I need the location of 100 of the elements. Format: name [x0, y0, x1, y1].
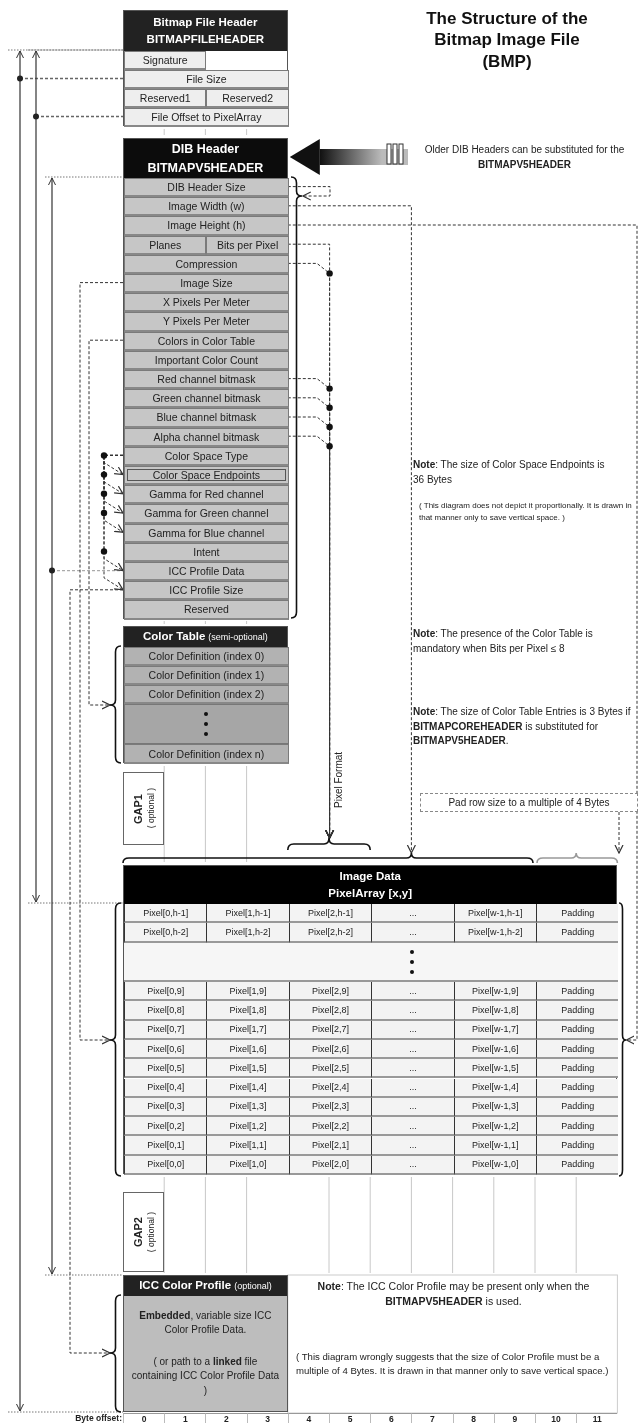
- table-cell: Padding: [536, 1039, 619, 1060]
- table-cell: Pixel[0,1]: [124, 1136, 207, 1156]
- field-row: Planes: [124, 235, 207, 255]
- table-cell: Pixel[0,6]: [124, 1039, 207, 1060]
- field-row: Color Definition (index 0): [124, 647, 289, 666]
- table-cell: Pixel[2,2]: [288, 1117, 372, 1137]
- field-row: Colors in Color Table: [124, 331, 289, 351]
- table-cell: 9: [493, 1413, 535, 1423]
- note-text: ( This diagram does not depict it proportionally. It is drawn in that manner only to save vertical space. ): [418, 500, 633, 524]
- table-cell: Pixel[2,1]: [288, 1136, 372, 1156]
- table-cell: ...: [371, 1117, 454, 1137]
- table-cell: ...: [371, 982, 454, 1002]
- connector-arrow: [287, 224, 638, 1045]
- table-cell: Pixel[0,h-2]: [124, 923, 207, 943]
- field-row: Alpha channel bitmask: [124, 427, 289, 447]
- table-cell: Padding: [536, 1117, 619, 1137]
- header-subtitle: (optional): [234, 1282, 272, 1292]
- table-cell: Pixel[2,h-1]: [288, 904, 372, 924]
- field-row: Gamma for Blue channel: [124, 523, 289, 543]
- field-row: X Pixels Per Meter: [124, 293, 289, 313]
- table-cell: Pixel[0,0]: [124, 1155, 207, 1175]
- header-title: DIB Header: [171, 141, 240, 159]
- table-cell: Pixel[2,5]: [288, 1059, 372, 1079]
- field-row: Color Space Type: [124, 446, 289, 466]
- field-row: Image Height (h): [124, 216, 289, 236]
- connector-arrow: [287, 205, 416, 854]
- table-cell: Pixel[0,4]: [124, 1078, 207, 1098]
- table-cell: Padding: [536, 1136, 619, 1156]
- table-cell: Padding: [536, 1020, 619, 1040]
- table-cell: Pixel[1,4]: [206, 1078, 289, 1098]
- note-text: Note: The presence of the Color Table is mandatory when Bits per Pixel ≤ 8: [413, 627, 594, 656]
- table-cell: Pixel[w-1,h-1]: [453, 904, 536, 924]
- field-row: Green channel bitmask: [124, 389, 289, 409]
- note-text: ( This diagram wrongly suggests that the size of Color Profile must be a multiple of 4 Bytes. It is drawn in that manner only to save vertical space.): [296, 1350, 610, 1378]
- table-cell: Padding: [536, 982, 619, 1002]
- table-cell: Pixel[1,2]: [206, 1117, 289, 1137]
- field-row: ICC Profile Size: [124, 581, 289, 601]
- table-cell: Pixel[1,8]: [206, 1001, 289, 1021]
- table-cell: Padding: [536, 923, 619, 943]
- table-cell: Pixel[0,h-1]: [124, 904, 207, 924]
- table-cell: ...: [371, 904, 454, 924]
- field-row: File Offset to PixelArray: [124, 108, 289, 127]
- table-cell: ...: [371, 1020, 454, 1040]
- table-cell: Pixel[w-1,h-2]: [453, 923, 536, 943]
- field-group: [123, 1275, 288, 1412]
- field-row: Blue channel bitmask: [124, 408, 289, 428]
- gap-title: GAP1: [131, 793, 144, 824]
- field-row: File Size: [124, 70, 289, 89]
- table-cell: ...: [371, 1001, 454, 1021]
- field-row: ICC Profile Data: [124, 562, 289, 582]
- field-row: Compression: [124, 254, 289, 274]
- gap-note: ( optional ): [145, 1211, 156, 1253]
- header-title: Bitmap File Header: [153, 15, 258, 31]
- table-cell: Pixel[1,1]: [206, 1136, 289, 1156]
- header-subtitle: BITMAPV5HEADER: [147, 159, 264, 177]
- field-group: [123, 626, 288, 763]
- table-cell: Pixel[2,h-2]: [288, 923, 372, 943]
- gap-title: GAP2: [131, 1217, 144, 1247]
- table-cell: Pixel[1,9]: [206, 982, 289, 1002]
- table-cell: Pixel[w-1,8]: [453, 1001, 536, 1021]
- table-cell: ...: [371, 1155, 454, 1175]
- table-cell: Pixel[0,3]: [124, 1097, 207, 1118]
- gap-note: ( optional ): [145, 788, 156, 829]
- table-cell: Pixel[w-1,4]: [453, 1078, 536, 1098]
- header-title: ICC Color Profile: [139, 1279, 232, 1292]
- gap-box: [123, 772, 165, 845]
- field-row: Important Color Count: [124, 350, 289, 370]
- note-text: Note: The size of Color Table Entries is 3 Bytes if BITMAPCOREHEADER is substituted for BITMAPV5HEADER.: [413, 705, 632, 748]
- table-cell: 4: [287, 1413, 329, 1423]
- table-cell: 2: [205, 1413, 247, 1423]
- field-row: DIB Header Size: [124, 178, 289, 198]
- table-cell: Padding: [536, 1059, 619, 1079]
- header-title: Image Data: [339, 869, 401, 885]
- note-text: Note: The ICC Color Profile may be present only when the BITMAPV5HEADER is used.: [316, 1279, 591, 1310]
- block-arrow: [289, 139, 408, 175]
- table-cell: Pixel[w-1,5]: [453, 1059, 536, 1079]
- connector-arrow: [287, 186, 331, 201]
- table-cell: Padding: [536, 904, 619, 924]
- table-cell: 11: [576, 1413, 618, 1423]
- note-text: Older DIB Headers can be substituted for the BITMAPV5HEADER: [408, 143, 641, 177]
- table-cell: Pixel[w-1,2]: [453, 1117, 536, 1137]
- header-subtitle: (semi-optional): [208, 633, 268, 643]
- row-header: Byte offset:: [74, 1413, 122, 1423]
- table-cell: Padding: [536, 1078, 619, 1098]
- header-title: Color Table: [142, 630, 206, 643]
- field-row: Image Size: [124, 274, 289, 294]
- table-cell: Padding: [536, 1155, 619, 1175]
- table-cell: Pixel[1,3]: [206, 1097, 289, 1118]
- note-box: Pad row size to a multiple of 4 Bytes: [420, 793, 638, 812]
- table-cell: 3: [246, 1413, 288, 1423]
- table-cell: 5: [329, 1413, 371, 1423]
- field-row: Gamma for Green channel: [124, 504, 289, 524]
- table-cell: ...: [371, 1059, 454, 1079]
- field-row: Reserved1: [124, 89, 207, 108]
- table-cell: ...: [371, 1078, 454, 1098]
- table-cell: 6: [370, 1413, 412, 1423]
- field-group: [123, 865, 618, 1174]
- field-row: Signature: [124, 51, 207, 70]
- header-subtitle: PixelArray [x,y]: [328, 886, 413, 901]
- table-cell: 0: [123, 1413, 165, 1423]
